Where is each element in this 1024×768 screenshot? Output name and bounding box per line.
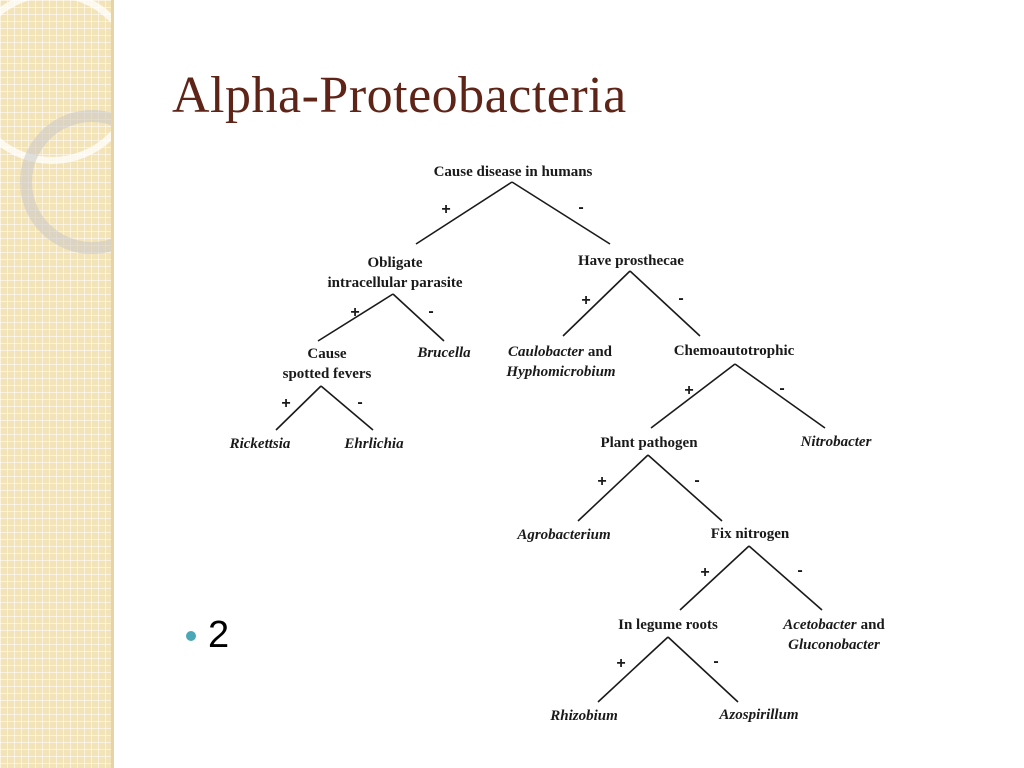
plus-sign: + <box>441 201 450 218</box>
node-obligate-line1: Obligate <box>368 255 423 271</box>
plus-sign: + <box>684 382 693 399</box>
minus-sign: - <box>578 199 583 216</box>
minus-sign: - <box>678 290 683 307</box>
leaf-acetobacter-group: Acetobacter and <box>782 617 885 633</box>
plus-sign: + <box>700 564 709 581</box>
bullet-text: 2 <box>208 614 230 656</box>
node-spotted-line2: spotted fevers <box>283 366 372 382</box>
plus-sign: + <box>616 655 625 672</box>
leaf-gluconobacter: Gluconobacter <box>788 637 880 653</box>
branch-line <box>392 293 445 342</box>
branch-line <box>629 270 701 337</box>
plus-sign: + <box>350 304 359 321</box>
bullet-item: 2 <box>186 614 229 657</box>
leaf-nitrobacter: Nitrobacter <box>800 434 872 450</box>
plus-sign: + <box>581 292 590 309</box>
plus-sign: + <box>281 395 290 412</box>
branch-line <box>415 181 513 245</box>
branch-line <box>577 454 649 522</box>
branch-line <box>667 636 739 703</box>
branch-line <box>317 293 394 342</box>
minus-sign: - <box>428 303 433 320</box>
minus-sign: - <box>797 562 802 579</box>
conjunction-and: and <box>861 617 886 633</box>
branch-line <box>320 385 374 431</box>
branch-line <box>650 363 736 429</box>
minus-sign: - <box>779 380 784 397</box>
leaf-rhizobium: Rhizobium <box>549 708 618 724</box>
branch-line <box>734 363 826 429</box>
minus-sign: - <box>357 394 362 411</box>
plus-sign: + <box>597 473 606 490</box>
node-legume-roots: In legume roots <box>618 617 718 633</box>
leaf-azospirillum: Azospirillum <box>718 707 798 723</box>
leaf-ehrlichia: Ehrlichia <box>343 436 404 452</box>
branch-line <box>597 636 669 703</box>
branch-line <box>562 270 631 337</box>
slide-title: Alpha-Proteobacteria <box>172 67 627 124</box>
branch-line <box>748 545 823 611</box>
branch-line <box>679 545 750 611</box>
leaf-acetobacter: Acetobacter <box>782 617 856 633</box>
sidebar-edge <box>111 0 114 768</box>
leaf-agrobacterium: Agrobacterium <box>516 527 610 543</box>
bullet-dot-icon <box>186 630 196 641</box>
conjunction-and: and <box>588 344 613 360</box>
leaf-caulobacter: Caulobacter <box>508 344 584 360</box>
node-obligate-line2: intracellular parasite <box>327 275 462 291</box>
node-prosthecae: Have prosthecae <box>578 253 684 269</box>
node-fix-nitrogen: Fix nitrogen <box>711 526 790 542</box>
leaf-rickettsia: Rickettsia <box>229 436 291 452</box>
leaf-hyphomicrobium: Hyphomicrobium <box>505 364 615 380</box>
branch-line <box>275 385 322 431</box>
node-plant-pathogen: Plant pathogen <box>600 435 698 451</box>
node-spotted-line1: Cause <box>307 346 347 362</box>
node-root: Cause disease in humans <box>434 164 593 180</box>
leaf-brucella: Brucella <box>416 345 471 361</box>
branch-line <box>511 181 611 245</box>
node-chemoautotrophic: Chemoautotrophic <box>674 343 795 359</box>
decorative-sidebar <box>0 0 113 768</box>
branch-line <box>647 454 723 522</box>
minus-sign: - <box>694 472 699 489</box>
minus-sign: - <box>713 653 718 670</box>
